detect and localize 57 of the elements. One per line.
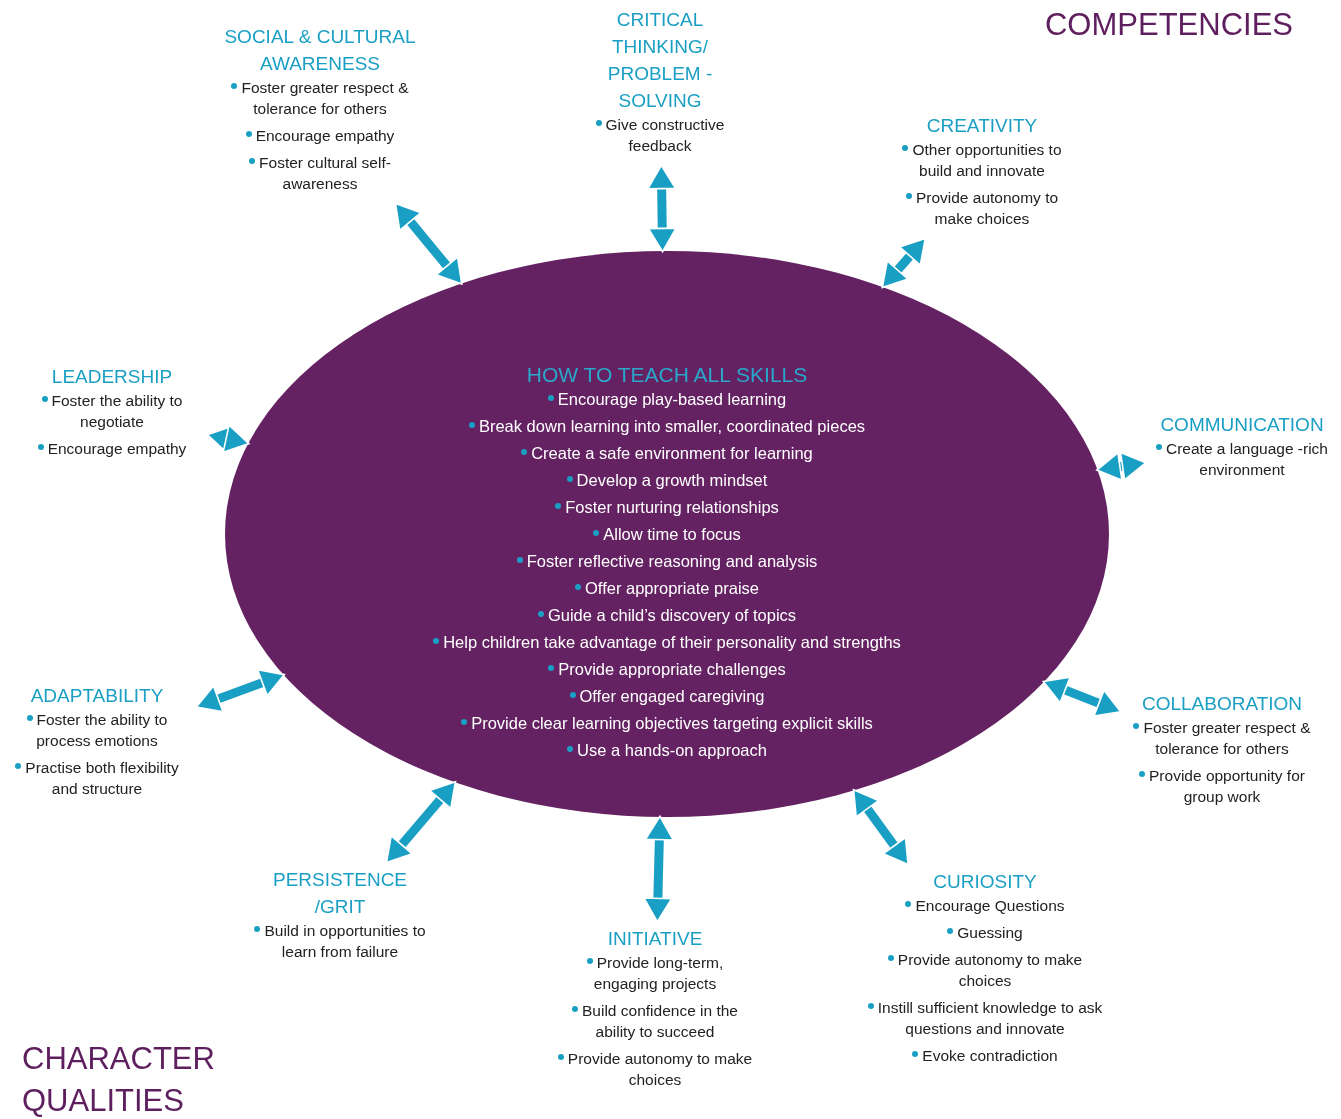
bullet-item: Offer appropriate praise: [225, 578, 1109, 599]
double-headed-arrow: [394, 202, 463, 285]
heading: CREATIVITY: [925, 114, 1039, 138]
heading: CRITICAL THINKING/ PROBLEM -SOLVING: [606, 8, 714, 113]
heading: COLLABORATION: [1140, 692, 1304, 716]
heading: ADAPTABILITY: [29, 684, 165, 708]
bullet-item: Encourage empathy: [20, 438, 204, 459]
bullet-item: Instill sufficient knowledge to ask questions and innovate: [865, 997, 1105, 1039]
bullet-item: Provide autonomy to make choices: [555, 1048, 755, 1090]
bullet-item: Create a language -rich environment: [1149, 438, 1335, 480]
heading: INITIATIVE: [606, 927, 704, 951]
double-headed-arrow: [647, 164, 677, 253]
bullet-item: Provide appropriate challenges: [225, 659, 1109, 680]
double-headed-arrow: [852, 789, 909, 866]
bullet-item: Help children take advantage of their personality and strengths: [225, 632, 1109, 653]
bullet-item: Foster the ability to negotiate: [20, 390, 204, 432]
bullet-item: Guide a child’s discovery of topics: [225, 605, 1109, 626]
bullet-item: Guessing: [865, 922, 1105, 943]
bullet-item: Use a hands-on approach: [225, 740, 1109, 761]
bullet-item: Foster greater respect & tolerance for others: [215, 77, 425, 119]
bullet-item: Foster reflective reasoning and analysis: [225, 551, 1109, 572]
bullet-item: Foster cultural self-awareness: [215, 152, 425, 194]
bullet-item: Provide long-term, engaging projects: [555, 952, 755, 994]
double-headed-arrow: [206, 424, 250, 454]
bullet-item: Other opportunities to build and innovate: [887, 139, 1077, 181]
section-title: COMPETENCIES: [1044, 6, 1293, 44]
bullet-item: Give constructive feedback: [580, 114, 740, 156]
bullet-item: Build confidence in the ability to succeed: [555, 1000, 755, 1042]
bullet-item: Encourage empathy: [215, 125, 425, 146]
bullet-item: Provide opportunity for group work: [1124, 765, 1320, 807]
bullet-item: Foster greater respect & tolerance for others: [1124, 717, 1320, 759]
heading: HOW TO TEACH ALL SKILLS: [525, 362, 809, 388]
heading: LEADERSHIP: [50, 365, 174, 389]
bullet-item: Provide clear learning objectives targeting explicit skills: [225, 713, 1109, 734]
bullet-item: Encourage play-based learning: [225, 389, 1109, 410]
bullet-item: Foster the ability to process emotions: [1, 709, 193, 751]
double-headed-arrow: [1096, 451, 1147, 482]
bullet-item: Develop a growth mindset: [225, 470, 1109, 491]
double-headed-arrow: [195, 668, 286, 713]
heading: PERSISTENCE /GRIT: [271, 868, 409, 919]
double-headed-arrow: [881, 237, 927, 289]
heading: SOCIAL & CULTURAL AWARENESS: [223, 25, 417, 76]
bullet-item: Practise both flexibility and structure: [1, 757, 193, 799]
bullet-item: Create a safe environment for learning: [225, 443, 1109, 464]
section-title: CHARACTER QUALITIES: [22, 1040, 216, 1119]
double-headed-arrow: [385, 780, 457, 864]
heading: COMMUNICATION: [1159, 413, 1325, 437]
bullet-item: Allow time to focus: [225, 524, 1109, 545]
bullet-item: Provide autonomy to make choices: [887, 187, 1077, 229]
double-headed-arrow: [643, 815, 674, 923]
bullet-item: Provide autonomy to make choices: [865, 949, 1105, 991]
bullet-item: Foster nurturing relationships: [225, 497, 1109, 518]
bullet-item: Encourage Questions: [865, 895, 1105, 916]
heading: CURIOSITY: [932, 870, 1038, 894]
bullet-item: Build in opportunities to learn from failure: [245, 920, 435, 962]
bullet-item: Evoke contradiction: [865, 1045, 1105, 1066]
double-headed-arrow: [1042, 676, 1122, 717]
